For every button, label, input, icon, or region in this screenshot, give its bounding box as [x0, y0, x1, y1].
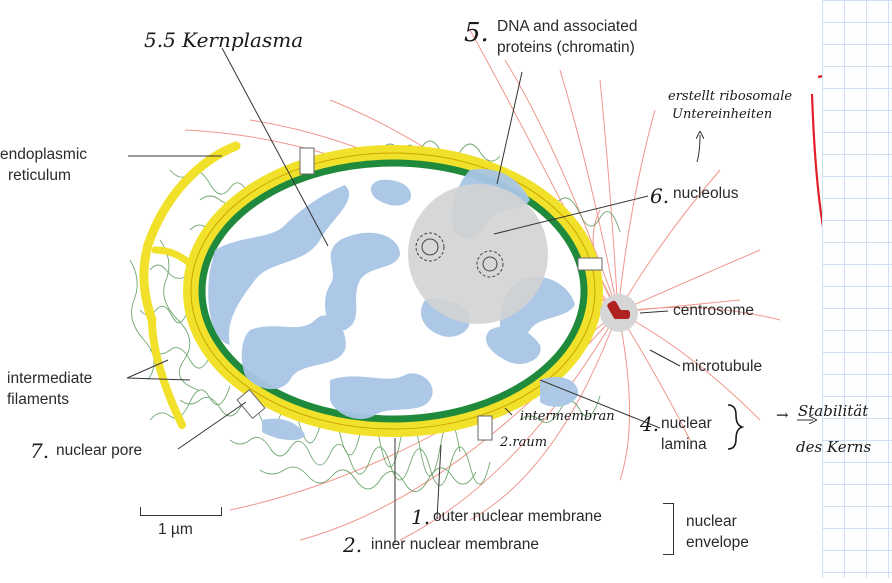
scale-bar	[140, 507, 222, 516]
stability-arrow: →	[776, 406, 789, 424]
nucleolus-number: 6.	[650, 184, 670, 208]
inner-membrane-label: inner nuclear membrane	[371, 536, 540, 553]
stability-annotation-line1: Stabilität	[798, 402, 869, 420]
nucleolus	[408, 184, 548, 324]
nuclear-pore-label: nuclear pore	[56, 442, 143, 459]
stability-annotation-line2: des Kerns	[796, 438, 872, 456]
intermediate-label-line2: filaments	[7, 391, 70, 408]
envelope-bracket	[663, 503, 674, 555]
erstellt-annotation-line1: erstellt ribosomale	[668, 89, 793, 104]
lamina-label-line2: lamina	[661, 436, 707, 453]
dna-number: 5.	[464, 18, 489, 48]
intermembran-annotation-line1: intermembran	[520, 409, 615, 424]
outer-membrane-label: outer nuclear membrane	[433, 508, 602, 525]
inner-number: 2.	[343, 533, 363, 557]
intermediate-label-line1: intermediate	[7, 370, 93, 387]
centrosome	[600, 294, 638, 332]
lamina-label-line1: nuclear	[661, 415, 712, 432]
outer-number: 1.	[411, 505, 431, 529]
dna-label-line1: DNA and associated	[497, 18, 638, 35]
notebook-grid	[822, 0, 892, 578]
pore-number: 7.	[30, 439, 50, 463]
nucleolus-label: nucleolus	[673, 185, 739, 202]
er-label-line1: endoplasmic	[0, 146, 88, 163]
centrosome-label: centrosome	[673, 302, 754, 319]
nuclear-pores	[236, 147, 603, 441]
envelope-label-line1: nuclear	[686, 513, 737, 530]
envelope-label-line2: envelope	[686, 534, 749, 551]
erstellt-annotation-line2: Untereinheiten	[672, 107, 773, 122]
kernplasma-annotation: 5.5 Kernplasma	[144, 28, 304, 52]
lamina-number: 4.	[640, 412, 660, 436]
intermembran-annotation-line2: 2.raum	[500, 435, 548, 450]
er-label-line2: reticulum	[8, 167, 71, 184]
leader-lines	[126, 47, 813, 543]
dna-label-line2: proteins (chromatin)	[497, 39, 635, 56]
scale-label: 1 µm	[158, 521, 193, 538]
lamina-brace	[727, 404, 745, 450]
microtubule-label: microtubule	[682, 358, 763, 375]
